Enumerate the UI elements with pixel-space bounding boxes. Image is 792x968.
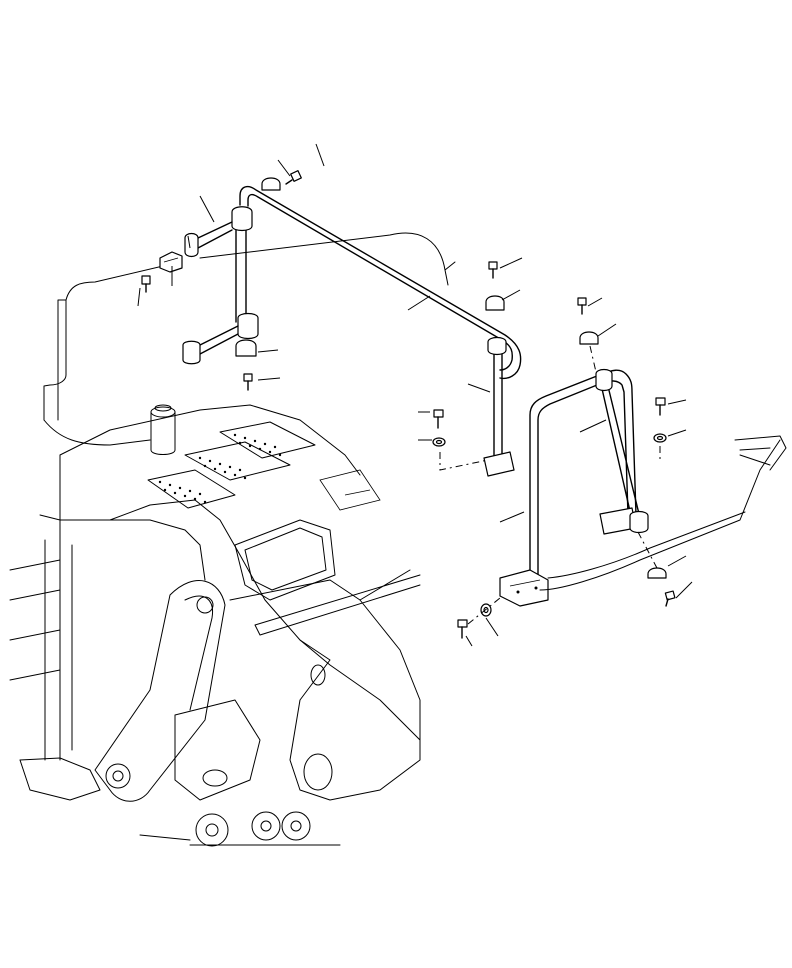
- lower-frame: [229, 579, 421, 801]
- bolt-left: [141, 275, 151, 293]
- rail-clamp-lower: [237, 312, 259, 340]
- bolt-base: [457, 619, 468, 639]
- deck-plate-mid: [184, 441, 291, 481]
- deck-beam: [254, 569, 421, 636]
- clamp-half-right: [579, 331, 599, 345]
- foot-plate-left: [483, 451, 515, 477]
- bolt-lower: [243, 373, 253, 391]
- track-rollers: [139, 811, 341, 847]
- bolt-washer-right: [653, 397, 667, 443]
- background-rail: [43, 232, 456, 421]
- bolt-washer-left: [432, 409, 446, 447]
- side-panel: [9, 539, 73, 761]
- right-handrail: [499, 368, 787, 607]
- plate-holes: [158, 433, 282, 504]
- filler-cap: [150, 404, 176, 455]
- right-handrail-tube: [529, 369, 637, 591]
- bolt-bottom: [664, 590, 676, 607]
- clamp-half-top: [261, 177, 281, 191]
- machine-upper-structure: [9, 232, 456, 847]
- left-handrail-tube: [239, 185, 522, 380]
- left-handrail: [159, 185, 522, 477]
- clamp-half-bottom: [647, 567, 667, 579]
- bracket-left: [159, 251, 183, 273]
- clamp-half-mid: [485, 295, 505, 311]
- leader-lines: [137, 143, 693, 647]
- base-bracket-right: [499, 569, 549, 607]
- boom-frame: [94, 580, 226, 802]
- clamp-half-lower: [235, 339, 257, 357]
- bolt-top: [285, 170, 302, 185]
- bolt-right-top: [577, 297, 587, 315]
- bolt-mid: [488, 261, 498, 279]
- deck-plate-right: [219, 421, 316, 459]
- rail-clamp-upper: [231, 206, 253, 232]
- cab-outline: [39, 404, 421, 761]
- fasteners: [141, 170, 676, 639]
- deck-plate-left: [147, 469, 236, 509]
